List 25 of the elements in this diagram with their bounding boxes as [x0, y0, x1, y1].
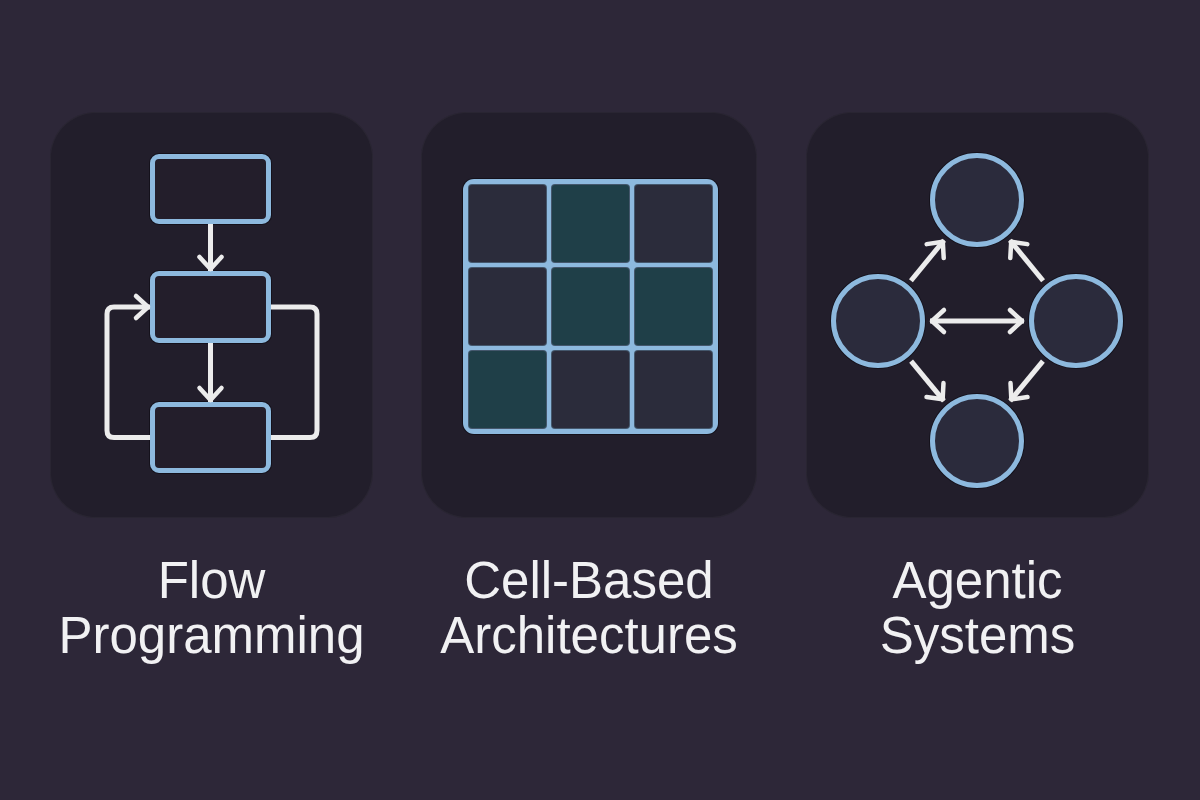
grid-cell — [635, 351, 712, 428]
grid-cell — [635, 185, 712, 262]
grid-cell — [552, 185, 629, 262]
arrow — [197, 343, 224, 403]
panel-title: Agentic Systems — [878, 553, 1077, 663]
connector-line — [271, 304, 320, 440]
grid-frame — [463, 179, 718, 434]
grid-cell — [469, 268, 546, 345]
arrow — [104, 293, 151, 440]
flowchart-box — [150, 402, 271, 473]
grid-cell — [552, 351, 629, 428]
grid-cell — [552, 268, 629, 345]
arrow — [1008, 359, 1045, 403]
arrow — [909, 238, 946, 283]
grid-cell — [469, 185, 546, 262]
panel-title: Flow Programming — [57, 553, 366, 663]
grid-cell — [635, 268, 712, 345]
panel-title: Cell-Based Architectures — [439, 553, 739, 663]
flowchart-box — [150, 271, 271, 343]
arrow — [909, 359, 946, 403]
flowchart-box — [150, 154, 271, 224]
arrow — [1008, 238, 1045, 283]
grid-cell — [469, 351, 546, 428]
arrow — [197, 224, 224, 272]
arrow — [929, 307, 1025, 335]
